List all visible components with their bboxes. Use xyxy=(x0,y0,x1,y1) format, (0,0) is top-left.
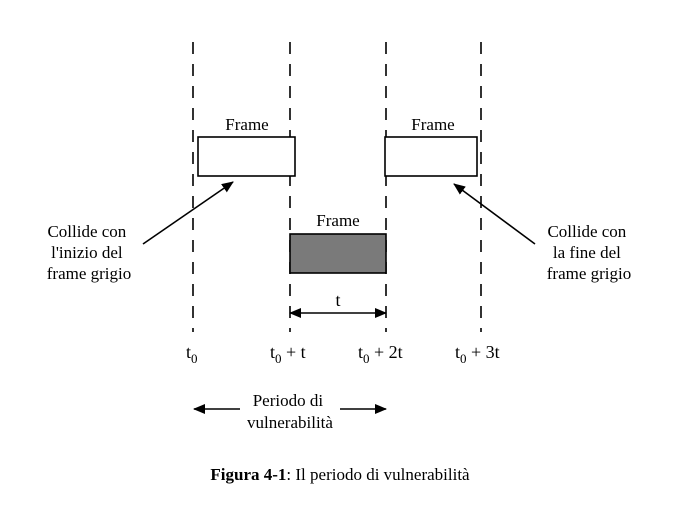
caption-text: : Il periodo di vulnerabilità xyxy=(286,465,470,484)
figure-caption: Figura 4-1: Il periodo di vulnerabilità xyxy=(210,465,470,484)
left-note: Collide con l'inizio del frame grigio xyxy=(47,222,132,283)
vulnerability-label: Periodo di vulnerabilità xyxy=(247,391,333,432)
vulnerability-label-line-2: vulnerabilità xyxy=(247,413,333,432)
left-note-arrow xyxy=(142,181,234,245)
right-note-line-3: frame grigio xyxy=(547,264,632,283)
tick-label-t0-plus-t: t0 + t xyxy=(270,342,306,366)
right-note-arrow xyxy=(453,183,536,245)
gray-frame-box xyxy=(289,233,387,274)
gray-frame-label: Frame xyxy=(316,211,359,230)
right-frame-label: Frame xyxy=(411,115,454,134)
interval-label: t xyxy=(335,290,340,310)
right-note: Collide con la fine del frame grigio xyxy=(547,222,632,283)
left-note-line-3: frame grigio xyxy=(47,264,132,283)
left-note-line-1: Collide con xyxy=(47,222,126,241)
left-frame-label: Frame xyxy=(225,115,268,134)
right-note-line-1: Collide con xyxy=(547,222,626,241)
tick-label-t0-plus-3t: t0 + 3t xyxy=(455,342,500,366)
left-frame-box xyxy=(197,136,296,177)
vulnerability-label-line-1: Periodo di xyxy=(253,391,324,410)
right-frame-box xyxy=(384,136,478,177)
tick-label-t0: t0 xyxy=(186,342,198,366)
caption-figure-number: Figura 4-1 xyxy=(210,465,286,484)
left-note-line-2: l'inizio del xyxy=(51,243,123,262)
right-note-line-2: la fine del xyxy=(553,243,621,262)
tick-label-t0-plus-2t: t0 + 2t xyxy=(358,342,403,366)
